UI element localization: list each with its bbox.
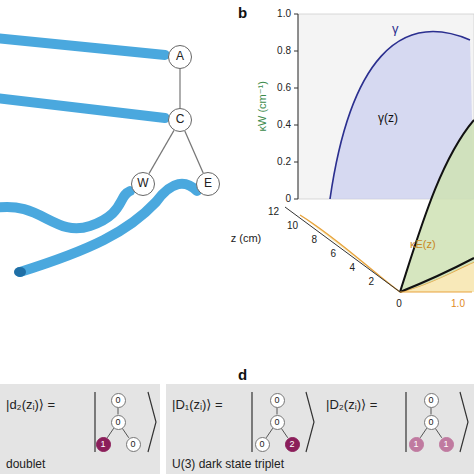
node-label: 0 [259,439,264,449]
panel-letter: b [238,4,247,21]
site-circle: 1 [409,437,424,452]
node-label: E [204,177,212,191]
node-label: 0 [274,417,279,427]
site-circle: 0 [424,415,439,430]
site-circle: 1 [439,437,454,452]
site-circle: 0 [111,393,126,408]
node-label: 0 [428,417,433,427]
graph-link [122,428,129,438]
site-circle: 0 [255,437,270,452]
site-circle: 0 [424,393,439,408]
waveguides [0,38,197,272]
node-label: 0 [274,395,279,405]
graph-link [179,69,180,108]
plot-label: 0 [396,298,402,310]
graph-link [277,408,278,415]
site-circle: 0 [126,437,141,452]
plot-label: 12 [268,206,279,218]
node-label: C [176,113,185,127]
graph-node: W [131,172,155,196]
node-label: 1 [100,439,105,449]
site-circle: 0 [111,415,126,430]
node-label: A [176,50,184,64]
graph-link [149,130,174,173]
plot-label: 0.6 [277,82,291,94]
site-circle: 0 [270,393,285,408]
ket-label: |d₂(zᵢ)⟩ = [6,398,55,413]
plot-label: 10 [287,220,298,232]
ket-label: |D₁(zᵢ)⟩ = [172,398,223,413]
plot-label: γ(z) [378,112,398,126]
panel-ground [0,384,160,474]
plot-label: 0.4 [277,119,291,131]
site-circle: 1 [96,437,111,452]
axis-title: κW (cm⁻¹) [256,81,269,131]
node-label: W [137,177,148,191]
plot-label: z (cm) [231,232,262,245]
plot-label: 0 [285,193,291,205]
graph-link [420,428,427,438]
plot-label: 2 [368,276,374,288]
node-label: 0 [130,439,135,449]
node-label: 0 [428,395,433,405]
graph-link [435,428,442,438]
plot-label: 8 [311,234,317,246]
plot-label: 0.2 [277,156,291,168]
plot-3d [285,14,474,292]
ket-label: |D₂(zᵢ)⟩ = [326,398,377,413]
graph-link [118,408,119,415]
state-panel: |d₂(zᵢ)⟩ = doublet 0 0 1 0 [0,384,160,474]
graph-node: C [168,108,192,132]
node-label: 0 [115,395,120,405]
guide-end [14,267,26,277]
panel-ground [166,384,474,474]
graph-link [185,131,203,173]
ket-brackets [95,392,468,452]
plot-label: γ [392,22,399,37]
plot-label: 1.0 [277,8,291,20]
graph-link [266,428,273,438]
graph-link [107,428,114,438]
node-label: 2 [289,439,294,449]
state-caption: U(3) dark state triplet [172,458,284,472]
node-label: 1 [443,439,448,449]
graph-link [431,408,432,415]
site-circle: 0 [270,415,285,430]
graph-node: A [168,45,192,69]
state-panel: |D₁(zᵢ)⟩ = |D₂(zᵢ)⟩ = U(3) dark state trip… [166,384,474,474]
plot-label: 6 [330,248,336,260]
node-label: 1 [413,439,418,449]
state-caption: doublet [6,458,45,472]
plot-label: 1.0 [451,298,465,310]
node-label: 0 [115,417,120,427]
site-circle: 2 [285,437,300,452]
graph-link [281,428,288,438]
plot-label: κE(z) [410,238,436,251]
panel-letter: d [238,366,247,383]
graph-node: E [196,172,220,196]
plot-label: 4 [349,262,355,274]
plot-label: 0.8 [277,45,291,57]
